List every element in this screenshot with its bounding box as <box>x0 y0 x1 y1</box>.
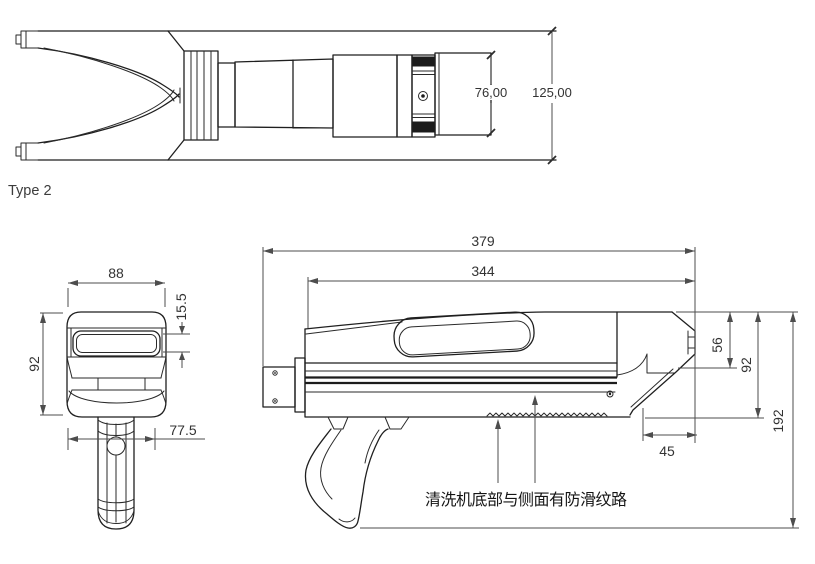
dim-77-5-label: 77.5 <box>169 422 196 438</box>
dim-15-5-label: 15.5 <box>173 293 189 320</box>
rear-screw-icon <box>606 390 614 398</box>
collar-rings <box>190 50 212 141</box>
dim-192-label: 192 <box>770 409 786 433</box>
dim-45-label: 45 <box>659 443 675 459</box>
type-2-label: Type 2 <box>8 183 52 199</box>
mid-band <box>71 377 162 391</box>
main-cylinder <box>332 54 398 138</box>
trigger-mounts <box>327 416 410 430</box>
anti-slip-texture <box>486 412 608 417</box>
shell-top-edge <box>304 311 673 330</box>
window-slot-inner <box>76 334 157 353</box>
screw-icon <box>418 91 428 101</box>
collar <box>183 50 219 141</box>
handle-lower-arcs <box>97 498 135 512</box>
dim-344-label: 344 <box>471 263 495 279</box>
anti-slip-annotation: 清洗机底部与侧面有防滑纹路 <box>425 491 627 509</box>
front-plate <box>294 357 306 413</box>
handle-ribs <box>106 422 127 524</box>
dim-15-5: 15.5 <box>163 293 190 368</box>
shell-inner-contour <box>305 321 403 335</box>
side-view-drawing: 379 344 56 92 192 45 <box>262 233 799 529</box>
rear-tip-face <box>687 330 696 355</box>
handle-cap-line <box>97 510 135 524</box>
dim-76-label: 76,00 <box>475 85 508 100</box>
dim-192: 192 <box>360 312 799 529</box>
nozzle-screw-icon <box>272 370 278 376</box>
nozzle-block <box>262 366 296 408</box>
annotation-leaders <box>495 395 538 483</box>
window-slot-outer <box>72 330 161 357</box>
trigger-grip-contours <box>320 429 380 500</box>
nozzle-screw-icon <box>272 398 278 404</box>
dim-379-label: 379 <box>471 233 495 249</box>
fork-arm-lower <box>37 93 180 144</box>
cylinder-divider <box>396 54 413 138</box>
top-view-drawing: 76,00 125,00 <box>15 26 578 165</box>
side-taper-curves <box>66 356 167 405</box>
dim-125: 125,00 <box>526 26 578 165</box>
nozzle-screw-dot <box>274 372 276 374</box>
bottom-shell-curve <box>68 390 165 404</box>
dim-45: 45 <box>642 408 697 459</box>
screw-center <box>421 94 425 98</box>
dim-88-label: 88 <box>108 265 124 281</box>
dim-125-label: 125,00 <box>532 85 572 100</box>
dim-344: 344 <box>307 263 695 328</box>
dim-379: 379 <box>262 233 696 443</box>
fork-tip-lower <box>15 142 39 161</box>
barrel <box>234 58 334 129</box>
head-band-lines <box>66 327 167 358</box>
dim-92-front-label: 92 <box>26 356 42 372</box>
groove-lines <box>411 70 436 118</box>
fork-arm-lower-inner <box>43 89 175 144</box>
groove-band-top <box>412 56 435 67</box>
dim-77-5: 77.5 <box>67 422 205 450</box>
groove-band-bottom <box>412 121 435 133</box>
trigger-grip-cap <box>338 517 356 523</box>
body-outline <box>304 362 631 418</box>
nozzle-screw-dot <box>274 400 276 402</box>
carry-slot <box>393 311 535 358</box>
dim-92-front: 92 <box>26 312 63 416</box>
dim-76: 76,00 <box>467 50 514 138</box>
dim-56: 56 <box>676 311 798 369</box>
rail-dark-band <box>305 376 617 385</box>
fork-shoulder <box>167 30 185 161</box>
rear-fillet <box>616 353 676 376</box>
head-outline <box>66 311 167 418</box>
fork-arm-upper <box>37 47 180 98</box>
rear-outline <box>629 311 696 416</box>
rear-inner-diagonal <box>630 368 674 408</box>
rear-screw-dot <box>608 392 612 396</box>
front-view-drawing: 88 92 15.5 77.5 <box>26 265 205 530</box>
fork-tip-upper <box>15 30 39 49</box>
handle-outline <box>97 416 135 530</box>
dim-88: 88 <box>67 265 166 307</box>
fork-arm-upper-inner <box>43 47 175 102</box>
dim-92-side: 92 <box>645 312 764 419</box>
trigger-grip-outline <box>304 428 389 529</box>
dim-92-side-label: 92 <box>738 357 754 373</box>
step-section <box>217 62 236 128</box>
shell-left-bottom <box>304 328 618 364</box>
dim-56-label: 56 <box>709 337 725 353</box>
handle-hole <box>106 436 126 456</box>
